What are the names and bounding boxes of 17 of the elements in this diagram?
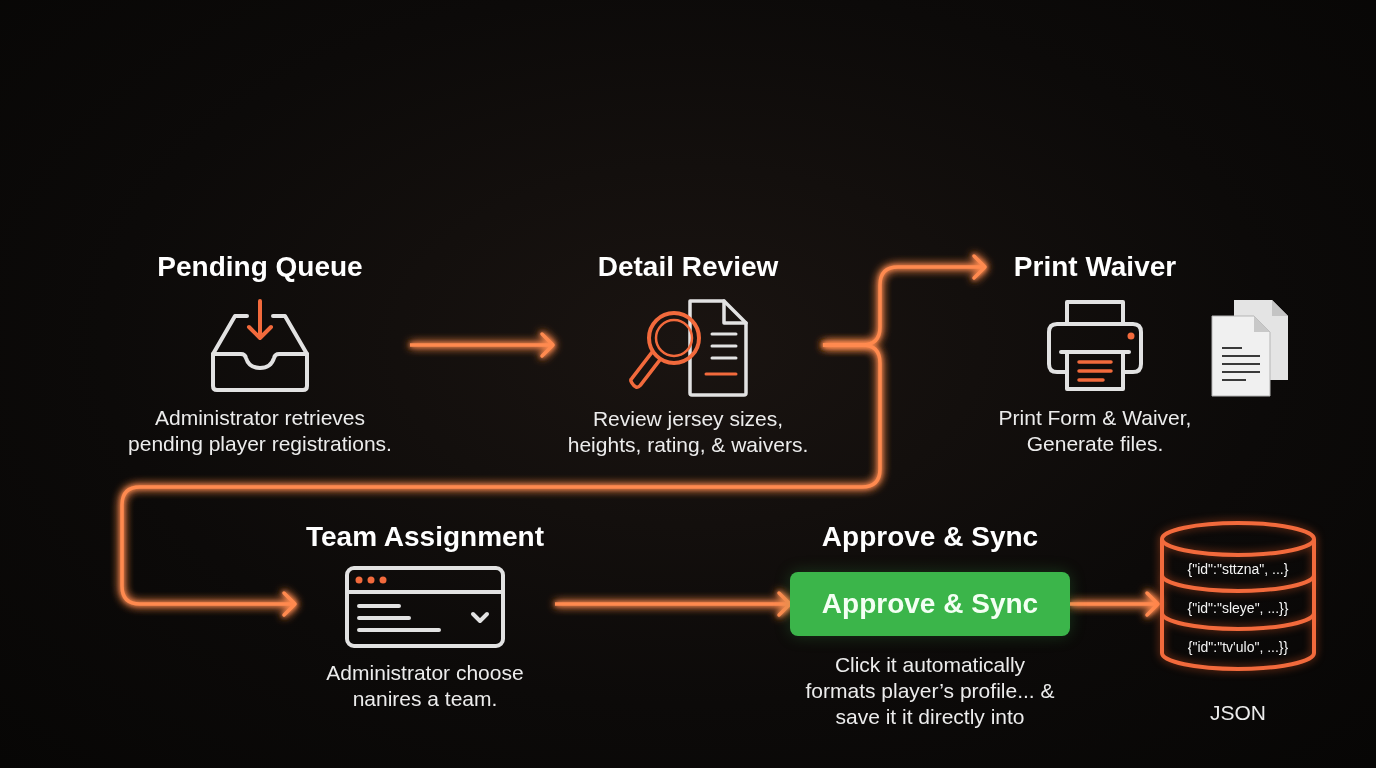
step-title: Detail Review	[597, 250, 779, 284]
arrow	[555, 591, 792, 617]
step-description: Print Form & Waiver, Generate files.	[997, 405, 1193, 457]
step-title: Print Waiver	[1013, 250, 1177, 284]
sync-button: Approve & Sync	[790, 572, 1070, 636]
step-title: Team Assignment	[305, 520, 545, 554]
arrow	[120, 343, 882, 617]
step-description: Review jersey sizes, heights, rating, & waivers.	[566, 406, 810, 458]
step-description: Click it automatically formats player’s profile... & save it it directly into	[804, 652, 1056, 730]
json-record: {"id":"tv'ulo", ...}}	[1187, 638, 1289, 656]
step-title: Approve & Sync	[821, 520, 1039, 554]
json-record: {"id":"sleye", ...}}	[1187, 599, 1289, 617]
node-caption: JSON	[1209, 700, 1267, 726]
json-record: {"id":"sttzna", ...}	[1187, 560, 1289, 578]
step-description: Administrator choose nanires a team.	[325, 660, 525, 712]
step-description: Administrator retrieves pending player registrations.	[127, 405, 393, 457]
step-title: Pending Queue	[157, 250, 363, 284]
